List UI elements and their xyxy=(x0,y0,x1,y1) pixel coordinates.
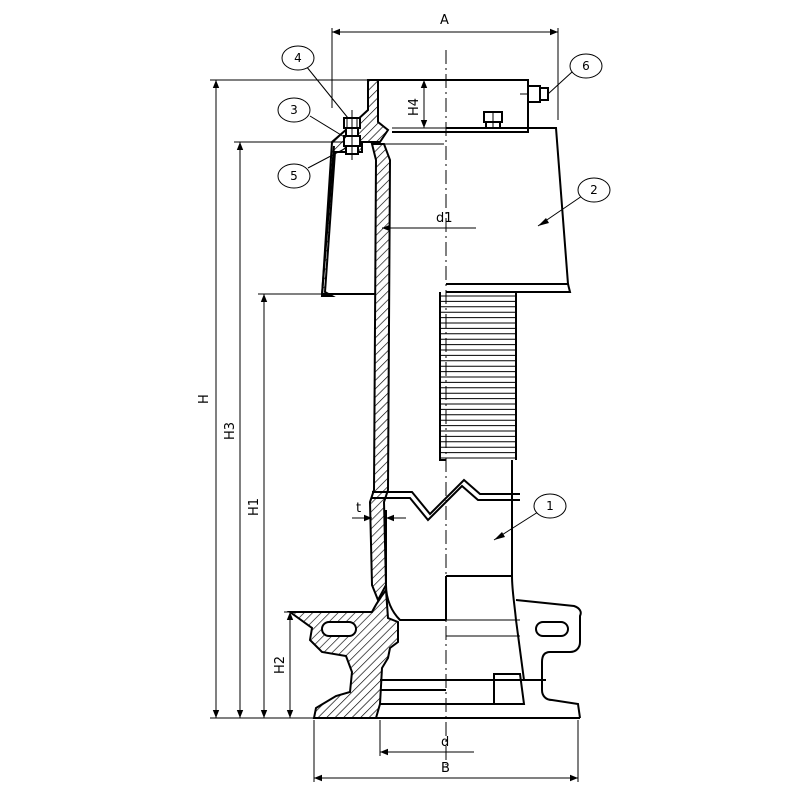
cover-lip-right xyxy=(446,283,572,293)
base-step-right xyxy=(493,673,526,705)
callout-3 xyxy=(277,97,311,123)
pipe-lower-transition xyxy=(385,510,446,621)
callout-5 xyxy=(277,163,311,189)
dim-label-t: t xyxy=(356,501,361,516)
callout-label-2: 2 xyxy=(590,183,598,197)
dim-label-h4: H4 xyxy=(407,98,422,116)
left-section-view xyxy=(286,79,529,719)
callout-2 xyxy=(577,177,611,203)
callouts: 1 2 3 4 5 6 xyxy=(277,45,611,541)
corrugated-pipe xyxy=(440,295,516,459)
cover-outer-right xyxy=(446,127,570,285)
flange-lug-right xyxy=(515,599,582,719)
dimension-labels: A B d d1 t H H3 H1 H2 H4 xyxy=(197,13,453,776)
bolt-group-section xyxy=(343,110,361,160)
right-elevation-view xyxy=(314,79,582,719)
callout-label-1: 1 xyxy=(546,499,554,513)
dim-label-h3: H3 xyxy=(223,422,238,440)
base-flange-section xyxy=(286,587,399,719)
break-line-2 xyxy=(372,484,520,522)
dim-label-h: H xyxy=(197,394,212,404)
callout-4 xyxy=(281,45,315,71)
dim-label-d: d xyxy=(441,735,449,750)
dim-label-h1: H1 xyxy=(247,498,262,516)
callout-label-5: 5 xyxy=(290,169,298,183)
cover-top-nut xyxy=(483,111,503,129)
side-screw xyxy=(520,85,549,103)
break-line xyxy=(372,478,520,516)
dim-label-d1: d1 xyxy=(436,211,453,226)
flange-slot-right xyxy=(535,621,569,637)
pipe-wall-left xyxy=(368,143,392,603)
callout-1 xyxy=(533,493,567,519)
cover-top-flange xyxy=(368,79,529,133)
corrugated-outline xyxy=(439,292,517,461)
dim-label-b: B xyxy=(441,761,450,776)
base-inner-right xyxy=(380,679,524,705)
flange-slot-left xyxy=(321,621,357,637)
callout-label-6: 6 xyxy=(582,59,590,73)
dim-label-h2: H2 xyxy=(273,656,288,674)
callout-6 xyxy=(569,53,603,79)
dimension-lines xyxy=(210,28,579,782)
lower-body-right xyxy=(445,460,513,620)
callout-label-3: 3 xyxy=(290,103,298,117)
top-flange-right xyxy=(446,79,529,128)
dim-label-a: A xyxy=(440,13,449,28)
callout-label-4: 4 xyxy=(294,51,302,65)
